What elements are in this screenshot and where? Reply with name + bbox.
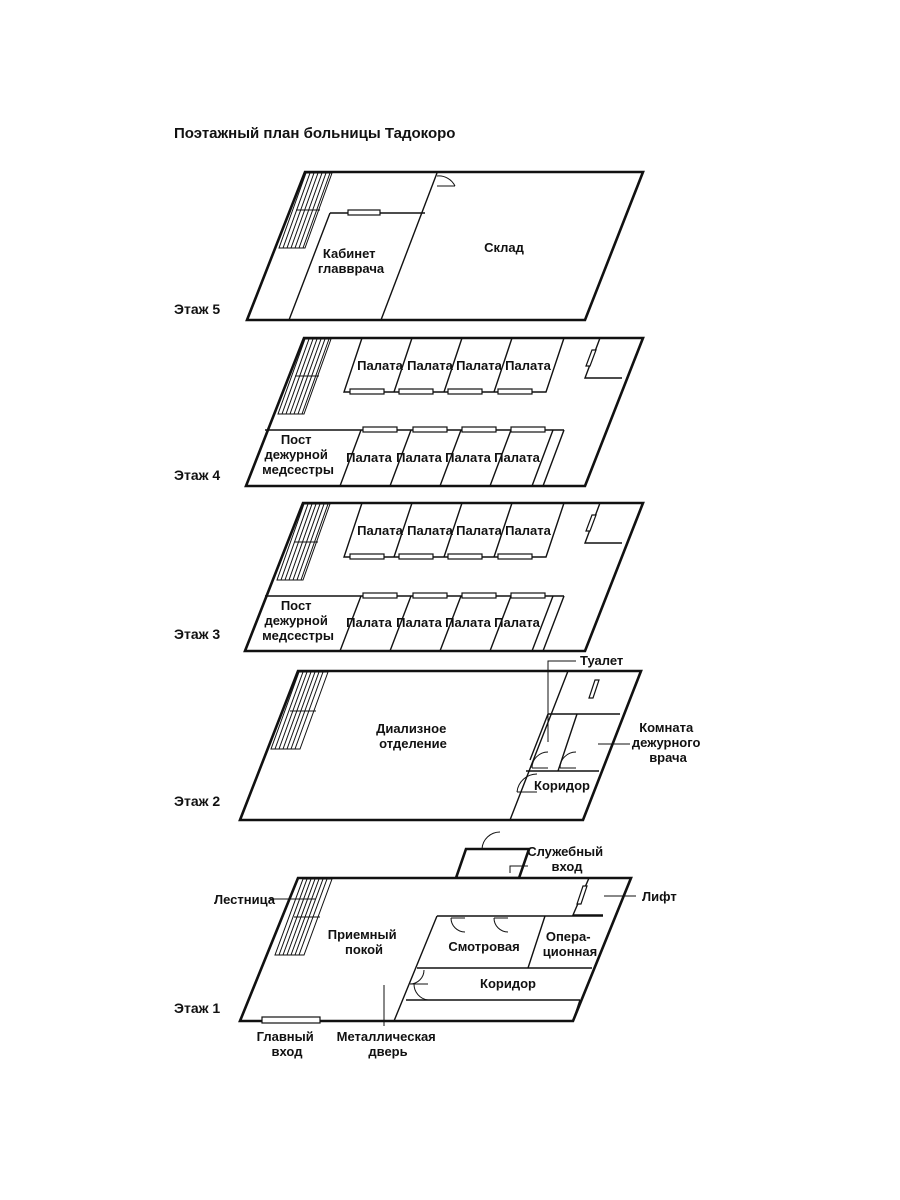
room-ward: Палата [357,523,403,538]
floor-5-label: Этаж 5 [174,301,220,317]
room-ward: Палата [445,615,491,630]
floor-2-stairs [270,671,329,750]
room-reception: Приемный покой [328,927,401,957]
room-ward: Палата [456,523,502,538]
room-operating: Опера- ционная [543,929,597,959]
floor-4-label: Этаж 4 [174,467,220,483]
room-ward: Палата [505,358,551,373]
floor-2-leaders [547,660,630,745]
room-ward: Палата [396,450,442,465]
room-ward: Палата [505,523,551,538]
room-director-office: Кабинет главврача [318,246,385,276]
room-ward: Палата [407,523,453,538]
room-ward: Палата [494,615,540,630]
page-title: Поэтажный план больницы Тадокоро [174,125,455,142]
floor-5-stairs [278,172,333,249]
room-ward: Палата [445,450,491,465]
floor-5-outline [245,170,645,322]
callout-metal-door: Металлическая дверь [337,1029,440,1059]
floor-5-window [347,209,381,216]
room-ward: Палата [494,450,540,465]
floor-3-outline [243,501,645,653]
floor-3-upper-windows [349,553,533,560]
callout-duty-doctor-room: Комната дежурного врача [632,720,704,765]
room-ward: Палата [396,615,442,630]
floor-2-outline [238,669,643,822]
floor-2-elevator [588,679,600,699]
floor-4-elevator [583,337,622,379]
callout-main-entrance: Главный вход [257,1029,318,1059]
floor-5: Кабинет главврача Склад Этаж 5 [174,170,645,322]
room-nurse-station: Пост дежурной медсестры [262,598,334,643]
floor-1-elevator [571,877,603,916]
room-corridor-1: Коридор [480,976,536,991]
service-entrance-door [481,831,501,850]
callout-stairs: Лестница [214,892,276,907]
callout-service-entrance: Служебный вход [527,844,607,874]
floor-2-doors [516,751,577,793]
room-ward: Палата [456,358,502,373]
room-ward: Палата [407,358,453,373]
main-entrance-door [261,1016,321,1024]
room-corridor-2: Коридор [534,778,590,793]
floor-4-lower-windows [362,426,546,433]
callout-toilet: Туалет [580,653,623,668]
service-entrance-annex [454,847,531,880]
floor-1: Приемный покой Смотровая Опера- ционная … [174,831,677,1059]
floor-3-label: Этаж 3 [174,626,220,642]
floor-4-upper-windows [349,388,533,395]
floor-1-doors [409,917,509,1001]
floor-3-stairs [276,503,331,581]
room-ward: Палата [346,450,392,465]
floor-4-stairs [277,338,332,415]
floor-1-label: Этаж 1 [174,1000,220,1016]
floor-1-stairs [274,878,333,956]
floor-5-door [436,175,456,187]
callout-elevator: Лифт [642,889,677,904]
floor-4: Палата Палата Палата Палата Палата Палат… [174,336,645,488]
floor-3-elevator [583,502,622,544]
floor-3-lower-windows [362,592,546,599]
floor-4-outline [244,336,645,488]
room-storage: Склад [484,240,525,255]
floor-3: Палата Палата Палата Палата Палата Палат… [174,501,645,653]
room-exam: Смотровая [448,939,519,954]
floor-2-label: Этаж 2 [174,793,220,809]
room-nurse-station: Пост дежурной медсестры [262,432,334,477]
room-ward: Палата [357,358,403,373]
room-ward: Палата [346,615,392,630]
room-dialysis: Диализное отделение [376,721,450,751]
floor-1-leaders [270,865,636,1026]
floor-2: Диализное отделение Коридор Туалет Комна… [174,653,704,822]
